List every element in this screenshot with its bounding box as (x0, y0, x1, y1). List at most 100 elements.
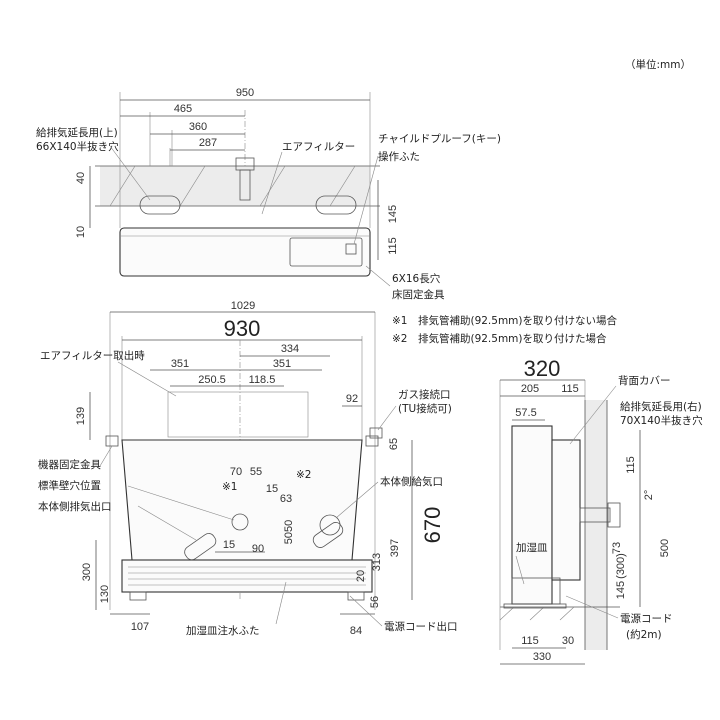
label-std-hole: 標準壁穴位置 (38, 479, 101, 492)
dim-145-side: 145 (615, 581, 627, 599)
label-child-proof: チャイルドプルーフ(キー) (378, 133, 501, 145)
side-base (503, 603, 567, 609)
top-view: 950 465 360 287 40 10 145 115 給排気延長用(上) … (36, 87, 501, 301)
dim-2deg: 2° (643, 490, 655, 501)
bracket-left (105, 435, 119, 447)
filter-extract-outline (167, 391, 309, 438)
gas-inlet-stub (369, 427, 383, 439)
std-wall-hole (231, 513, 249, 531)
dim-205: 205 (521, 383, 539, 395)
dim-57-5: 57.5 (515, 407, 536, 419)
mark-1: ※1 (222, 481, 237, 493)
dim-70: 70 (230, 466, 242, 478)
exhaust-pipe (184, 533, 217, 561)
front-grille (121, 559, 373, 593)
label-intake-right-size: 70X140半抜き穴 (620, 414, 703, 427)
control-lid (289, 237, 363, 267)
grille-slats (128, 566, 366, 586)
dim-90: 90 (252, 543, 264, 555)
dim-115-top: 115 (387, 237, 399, 255)
dim-92: 92 (346, 393, 358, 405)
dim-139: 139 (75, 407, 87, 425)
dim-287: 287 (199, 137, 217, 149)
side-wall (585, 400, 607, 650)
dim-330: 330 (533, 651, 551, 663)
dim-115-side-top: 115 (561, 383, 579, 395)
label-control-lid: 操作ふた (378, 150, 420, 163)
dim-56: 56 (369, 596, 381, 608)
intake-pipe (312, 522, 344, 548)
mark-2: ※2 (296, 469, 311, 481)
dim-465: 465 (174, 103, 192, 115)
top-slot-right (315, 195, 357, 215)
dim-397: 397 (389, 539, 401, 557)
dim-115-side-right: 115 (625, 456, 637, 474)
label-intake-port: 本体側給気口 (380, 475, 443, 488)
dim-351-left: 351 (171, 358, 189, 370)
side-floor-hatch (499, 606, 575, 621)
dim-320: 320 (524, 356, 561, 381)
dim-10: 10 (75, 226, 87, 238)
dim-40: 40 (75, 172, 87, 184)
label-water-lid: 加湿皿注水ふた (186, 624, 260, 637)
dim-300-paren: (300) (615, 553, 627, 579)
dim-930: 930 (224, 316, 261, 341)
dim-313: 313 (371, 553, 383, 571)
label-floor-bracket: 床固定金具 (392, 288, 445, 301)
front-view: 1029 930 334 351 351 250.5 118.5 139 (38, 300, 618, 637)
dim-250-5: 250.5 (198, 374, 226, 386)
label-exhaust-out: 本体側排気出口 (38, 500, 112, 513)
top-pipe (239, 169, 251, 201)
side-pipe (579, 507, 611, 523)
label-power-cord-len: (約2m) (626, 628, 662, 641)
top-wall-hatch (109, 165, 356, 207)
label-back-cover: 背面カバー (618, 374, 671, 387)
dim-107: 107 (131, 621, 149, 633)
label-slot: 6X16長穴 (392, 272, 441, 285)
dim-84: 84 (350, 625, 362, 637)
label-power-outlet: 電源コード出口 (384, 620, 458, 633)
dim-500: 500 (659, 539, 671, 557)
dim-118-5: 118.5 (249, 374, 276, 386)
unit-label: （単位:mm） (625, 58, 691, 71)
dim-130: 130 (99, 585, 111, 603)
back-cover (551, 439, 581, 581)
label-power-cord: 電源コード (620, 612, 673, 625)
label-gas-inlet: ガス接続口 (398, 388, 451, 401)
dim-63: 63 (280, 493, 292, 505)
dim-360: 360 (189, 121, 207, 133)
dim-5050: 5050 (283, 520, 295, 544)
label-intake-top: 給排気延長用(上) (36, 126, 118, 139)
label-intake-right: 給排気延長用(右) (620, 400, 702, 413)
dim-300: 300 (81, 563, 93, 581)
label-mount-bracket: 機器固定金具 (38, 458, 101, 471)
dim-115-side-bottom: 115 (521, 635, 539, 647)
intake-port (319, 514, 341, 536)
dim-73: 73 (611, 542, 623, 554)
label-air-filter: エアフィルター (282, 141, 355, 153)
label-humid-tray: 加湿皿 (516, 542, 548, 554)
dim-1029: 1029 (231, 300, 255, 312)
side-body (511, 425, 553, 605)
side-pipe-cap (607, 502, 621, 528)
top-body (119, 227, 371, 277)
side-view: 320 205 115 57.5 115 2° 73 500 (300) 145… (499, 356, 703, 665)
dim-950: 950 (236, 87, 254, 99)
bracket-right (365, 435, 379, 447)
dim-20: 20 (355, 570, 367, 582)
dim-670: 670 (420, 507, 445, 544)
dim-55: 55 (250, 466, 262, 478)
label-filter-remove: エアフィルター取出時 (40, 349, 145, 362)
dim-334: 334 (281, 343, 299, 355)
top-slot-left (139, 195, 181, 215)
child-lock-key (345, 243, 357, 255)
dim-15-lower: 15 (223, 539, 235, 551)
dim-351-right: 351 (273, 358, 291, 370)
foot-right (347, 591, 365, 601)
foot-left (129, 591, 147, 601)
dim-65: 65 (388, 438, 400, 450)
top-wall (100, 166, 370, 206)
label-intake-top-size: 66X140半抜き穴 (36, 140, 119, 153)
dim-15-upper: 15 (266, 483, 278, 495)
